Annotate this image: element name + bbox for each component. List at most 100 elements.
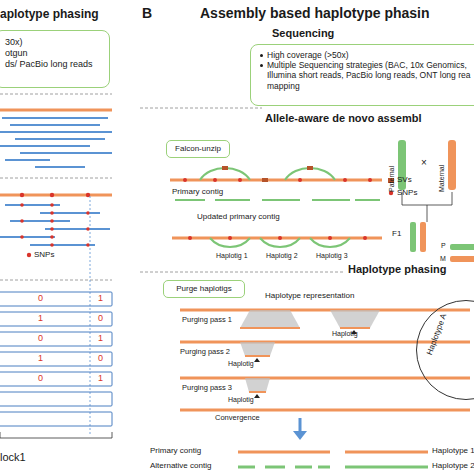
maternal-chromosome bbox=[448, 140, 456, 190]
flow-arrow-head bbox=[293, 431, 307, 440]
figure-label: Allele-aware de novo assembl bbox=[265, 113, 422, 124]
snp-dot bbox=[343, 178, 347, 182]
node-text: ds/ PacBio long reads bbox=[5, 59, 105, 70]
binned-reads bbox=[450, 256, 474, 262]
read-segment bbox=[40, 212, 100, 214]
snp-key-dot bbox=[27, 253, 31, 257]
haplotig-line bbox=[249, 391, 266, 393]
haplotype-line bbox=[345, 466, 428, 469]
alignment-shade bbox=[240, 342, 275, 356]
figure-label: Sequencing bbox=[272, 28, 334, 39]
haplotype-block-row bbox=[0, 332, 112, 346]
allele-number: 1 bbox=[98, 374, 103, 383]
snp-dot bbox=[328, 236, 332, 240]
haplotig-marker bbox=[254, 394, 260, 398]
read-segment bbox=[65, 152, 112, 154]
read-segment bbox=[20, 152, 70, 154]
figure-label: Haplotype 1 bbox=[432, 447, 474, 455]
figure-label: SVs bbox=[397, 176, 412, 184]
read-segment bbox=[30, 244, 95, 246]
figure-label: lock1 bbox=[0, 452, 26, 463]
alignment-shade bbox=[330, 310, 380, 328]
haplotig-marker bbox=[254, 358, 260, 362]
cross-line bbox=[427, 205, 428, 222]
section-divider bbox=[140, 108, 262, 109]
figure-label: Haplotig 2 bbox=[266, 252, 298, 259]
primary-contig-line bbox=[238, 451, 330, 454]
haplotype-block-row bbox=[0, 412, 112, 426]
step-box: Falcon-unzip bbox=[166, 140, 230, 158]
snp-dot bbox=[50, 193, 54, 197]
snp-dot bbox=[298, 178, 302, 182]
snp-dot bbox=[228, 236, 232, 240]
sv-mark bbox=[222, 166, 228, 170]
snp-dot bbox=[278, 236, 282, 240]
position-guide bbox=[90, 196, 91, 436]
read-segment bbox=[5, 204, 60, 206]
alignment-shade bbox=[245, 378, 270, 392]
snp-dot bbox=[50, 243, 54, 247]
allele-number: 1 bbox=[38, 314, 43, 323]
snp-dot bbox=[20, 193, 24, 197]
snp-dot bbox=[50, 211, 54, 215]
allele-number: 1 bbox=[98, 294, 103, 303]
read-segment bbox=[35, 166, 85, 168]
figure-label: Haplotype phasing bbox=[348, 264, 446, 275]
allele-number: 0 bbox=[98, 354, 103, 363]
read-segment bbox=[40, 145, 90, 147]
read-segment bbox=[5, 159, 50, 161]
read-segment bbox=[45, 228, 110, 230]
step-box: Purge haplotigs bbox=[163, 280, 245, 298]
figure-label: SNPs bbox=[34, 251, 54, 259]
snp-dot bbox=[50, 227, 54, 231]
snp-dot bbox=[86, 193, 90, 197]
allele-number: 0 bbox=[38, 334, 43, 343]
read-segment bbox=[175, 199, 205, 201]
figure-label: Haplotig 1 bbox=[216, 252, 248, 259]
contig-line bbox=[180, 377, 470, 380]
figure-label: F1 bbox=[392, 230, 401, 238]
snp-dot bbox=[213, 178, 217, 182]
haplotype-circle: Haplotype A bbox=[416, 300, 474, 400]
figure-label: Updated primary contig bbox=[197, 213, 280, 221]
reference-line bbox=[0, 109, 112, 112]
figure-label: Haplotig bbox=[228, 360, 254, 367]
snp-dot bbox=[368, 178, 372, 182]
snp-dot bbox=[50, 219, 54, 223]
section-divider bbox=[0, 280, 112, 281]
haplotype-block-row bbox=[0, 392, 112, 406]
read-segment bbox=[312, 199, 350, 201]
figure-label: Primary contig bbox=[172, 188, 223, 196]
figure-label: P bbox=[441, 242, 446, 249]
figure-label: Maternal bbox=[438, 165, 445, 192]
binned-reads bbox=[450, 244, 474, 250]
step-box: 30x)otgunds/ PacBio long reads bbox=[0, 30, 110, 88]
contig-line bbox=[180, 309, 470, 312]
haplotype-block-row bbox=[0, 352, 112, 366]
node-text: 30x) bbox=[5, 37, 105, 48]
allele-number: 1 bbox=[38, 354, 43, 363]
figure-label: Haplotype 2 bbox=[432, 462, 474, 470]
f1-chromosome bbox=[410, 222, 416, 252]
haplotig-line bbox=[240, 327, 300, 329]
read-segment bbox=[262, 199, 300, 201]
figure-label: M bbox=[440, 255, 446, 262]
read-segment bbox=[10, 220, 70, 222]
snp-dot bbox=[50, 203, 54, 207]
node-text: otgun bbox=[5, 48, 105, 59]
snp-dot bbox=[20, 235, 24, 239]
read-segment bbox=[60, 117, 108, 119]
read-segment bbox=[355, 199, 380, 201]
read-segment bbox=[15, 138, 60, 140]
read-segment bbox=[215, 199, 250, 201]
figure-label: B bbox=[142, 6, 152, 20]
alternative-contig-segment bbox=[265, 466, 285, 469]
haplotig-line bbox=[245, 355, 270, 357]
snp-dot bbox=[188, 236, 192, 240]
haplotype-block-row bbox=[0, 292, 112, 306]
contig-line bbox=[180, 341, 470, 344]
haplotype-block-row bbox=[0, 312, 112, 326]
f1-chromosome bbox=[420, 222, 426, 252]
figure-label: Primary contig bbox=[150, 447, 201, 455]
